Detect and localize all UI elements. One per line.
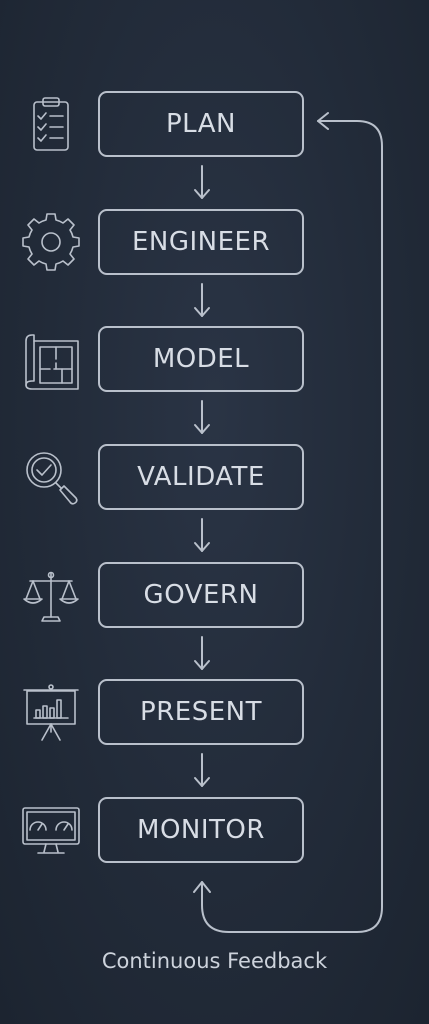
stage-plan-label: PLAN (166, 109, 236, 139)
stage-validate: VALIDATE (98, 444, 304, 510)
monitor-gauges-icon (20, 800, 82, 862)
stage-monitor-label: MONITOR (137, 815, 265, 845)
arrow-engineer-to-model (194, 283, 210, 317)
stage-validate-label: VALIDATE (137, 462, 265, 492)
magnifier-check-icon (20, 446, 82, 508)
clipboard-checklist-icon (20, 94, 82, 156)
stage-engineer-label: ENGINEER (131, 227, 271, 257)
stage-govern: GOVERN (98, 562, 304, 628)
stage-govern-label: GOVERN (143, 580, 259, 610)
feedback-loop-arrow (193, 112, 383, 933)
presentation-board-icon (20, 682, 82, 744)
stage-engineer: ENGINEER (98, 209, 304, 275)
stage-model-label: MODEL (152, 344, 250, 374)
arrow-govern-to-present (194, 636, 210, 670)
stage-present-label: PRESENT (140, 697, 262, 727)
arrow-model-to-validate (194, 400, 210, 434)
arrow-plan-to-engineer (194, 165, 210, 199)
scales-icon (20, 565, 82, 627)
stage-model: MODEL (98, 326, 304, 392)
stage-plan: PLAN (98, 91, 304, 157)
arrow-validate-to-govern (194, 518, 210, 552)
blueprint-icon (20, 329, 82, 391)
stage-present: PRESENT (98, 679, 304, 745)
gear-icon (20, 211, 82, 273)
arrow-present-to-monitor (194, 753, 210, 787)
stage-monitor: MONITOR (98, 797, 304, 863)
continuous-feedback-label: Continuous Feedback (101, 949, 328, 973)
